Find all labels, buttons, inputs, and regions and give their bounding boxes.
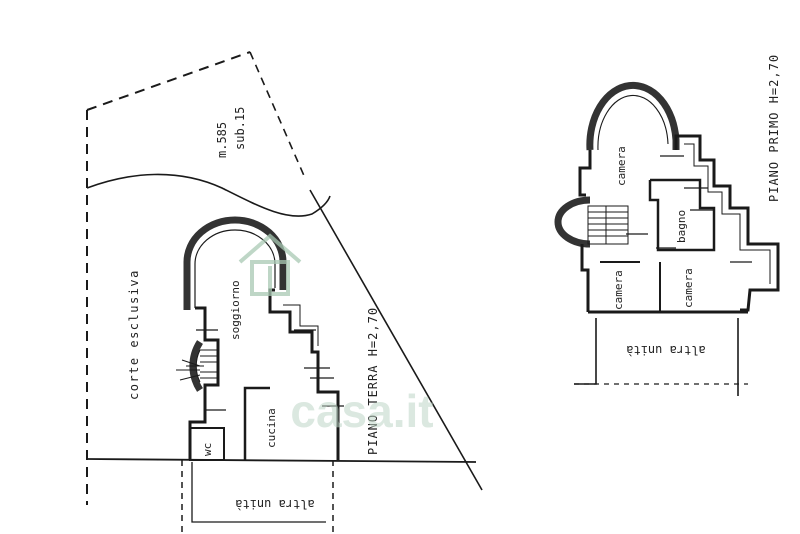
first-bedroom-left-label: camera [612,270,625,310]
garden-label: corte esclusiva [127,269,141,400]
watermark-logo: casa.it [238,233,434,437]
first-stepped-wall-inner [684,143,771,284]
first-stair-turret [554,196,591,248]
bathroom-walls [648,178,716,252]
stepped-wall-left [188,306,220,460]
first-stepped-wall [674,134,780,312]
first-window-marks [626,155,752,263]
wc-room [189,427,225,461]
first-floor-labels: camera bagno camera camera PIANO PRIMO H… [612,54,781,357]
stair-treads [176,349,218,381]
watermark-text: casa.it [290,385,433,437]
ground-floor-title: PIANO TERRA H=2,70 [366,307,380,455]
first-bedroom-right-label: camera [682,268,695,308]
stepped-wall-right-inner [283,304,319,346]
wc-label: wc [201,443,214,456]
window-marks [196,329,344,411]
property-boundary-right [249,51,306,179]
property-boundary-top [86,51,251,111]
parcel-note-2: sub.15 [233,107,247,150]
kitchen-label: cucina [265,408,278,448]
property-boundary-far-right [309,189,483,491]
first-neighbor-label: altra unità [626,343,705,357]
kitchen-wall [243,386,270,460]
ground-floor-labels: m.585 sub.15 corte esclusiva soggiorno c… [127,107,380,511]
house-icon [238,233,302,296]
ground-neighbor-label: altra unità [235,497,314,511]
first-floor-plan [554,81,780,396]
first-apse-inner [597,94,669,151]
garden-curve [86,173,331,217]
neighbor-unit-inner [191,462,326,523]
stepped-wall-right [268,288,340,460]
living-room-label: soggiorno [229,280,242,340]
parcel-note-1: m.585 [215,122,229,158]
living-apse-inner [194,229,276,308]
first-stair-treads [587,205,629,245]
ground-line [86,458,477,463]
first-bedroom-top-label: camera [615,146,628,186]
first-left-bottom [580,244,590,312]
first-floor-title: PIANO PRIMO H=2,70 [767,54,781,202]
bathroom-label: bagno [675,210,688,243]
first-left-wall [578,150,592,197]
first-neighbor-box [574,318,597,385]
first-apse [586,81,680,151]
